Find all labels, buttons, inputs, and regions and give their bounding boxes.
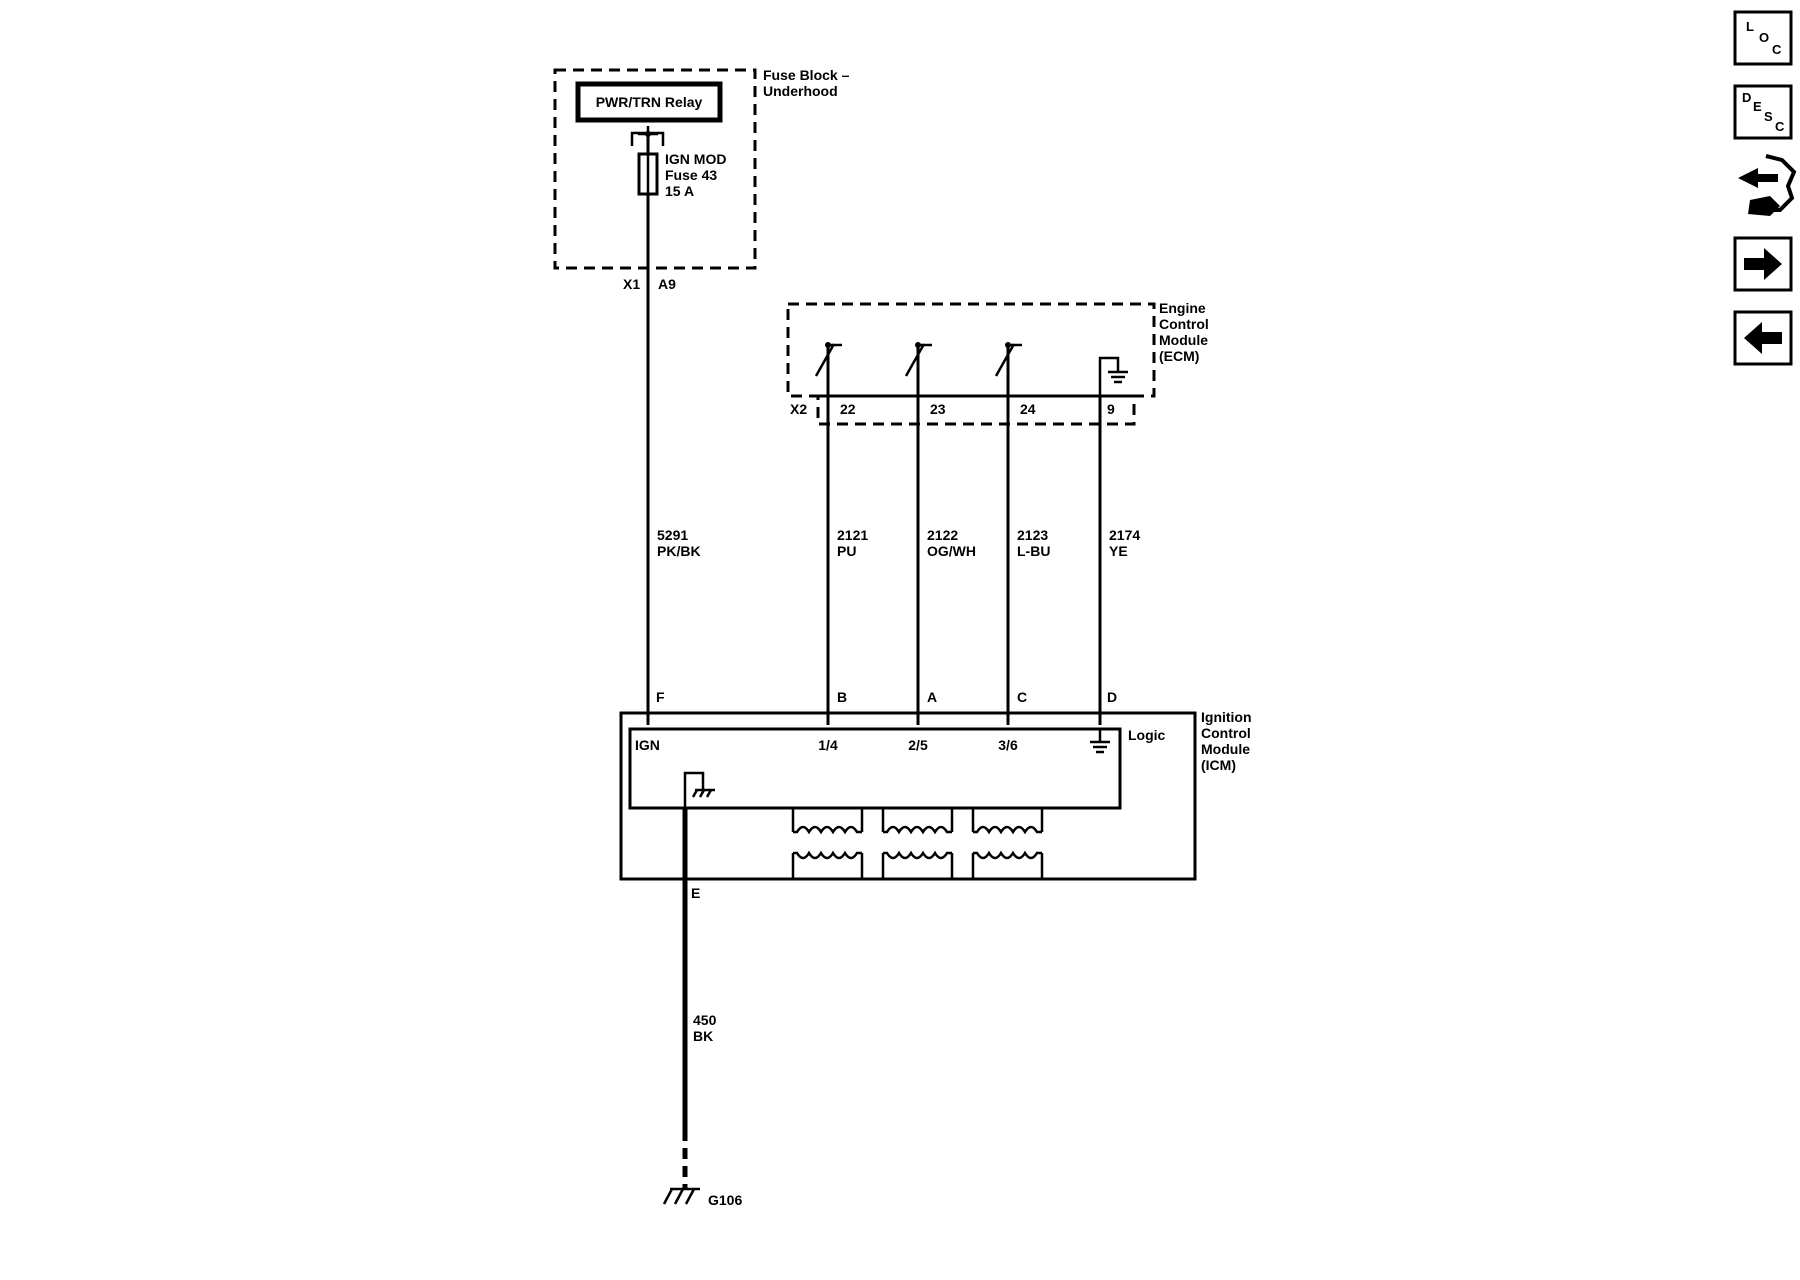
ignition-coil-3 (971, 808, 1044, 878)
fuse-block-title-line2: Underhood (763, 83, 838, 99)
wire-450-color: BK (693, 1028, 713, 1044)
desc-letter-e: E (1753, 99, 1762, 114)
icm-title-line2: Control (1201, 725, 1251, 741)
fuse-block-underhood: Fuse Block – Underhood PWR/TRN Relay IGN… (553, 67, 850, 292)
icm-logic-label: Logic (1128, 727, 1166, 743)
wire-2122-color: OG/WH (927, 543, 976, 559)
desc-button[interactable]: D E S C (1733, 84, 1793, 140)
fuse-label-line2: Fuse 43 (665, 167, 717, 183)
icm-label-2-5: 2/5 (908, 737, 928, 753)
ecm-pin-9: 9 (1107, 401, 1115, 417)
fuse-block-connector: X1 (623, 276, 640, 292)
loc-letter-c: C (1772, 42, 1782, 57)
loc-letter-l: L (1746, 19, 1754, 34)
icm-title-line3: Module (1201, 741, 1250, 757)
next-arrow-button[interactable] (1733, 236, 1793, 292)
desc-letter-c: C (1775, 119, 1785, 134)
icm-pin-c: C (1017, 689, 1027, 705)
fuse-label-line1: IGN MOD (665, 151, 726, 167)
pwr-trn-relay (575, 81, 723, 123)
icm-chassis-ground-icon (683, 771, 715, 808)
ecm-ground-icon (1098, 356, 1128, 420)
ignition-coil-1 (791, 808, 864, 878)
icm-pin-f: F (656, 689, 665, 705)
icm-logic-ground-icon (1090, 729, 1110, 754)
ecm-title-line4: (ECM) (1159, 348, 1199, 364)
icm-title-line1: Ignition (1201, 709, 1252, 725)
previous-arrow-button[interactable] (1733, 310, 1793, 366)
wire-2174-circuit: 2174 (1109, 527, 1140, 543)
fuse-block-pin: A9 (658, 276, 676, 292)
wire-2122-circuit: 2122 (927, 527, 958, 543)
icm-ign-label: IGN (635, 737, 660, 753)
loc-letter-o: O (1759, 30, 1769, 45)
wire-5291-circuit: 5291 (657, 527, 688, 543)
ground-g106-label: G106 (708, 1192, 742, 1208)
ecm-pin-22: 22 (840, 401, 856, 417)
desc-letter-d: D (1742, 90, 1751, 105)
desc-letter-s: S (1764, 109, 1773, 124)
ecm-pin-24: 24 (1020, 401, 1036, 417)
wire-2121-circuit: 2121 (837, 527, 868, 543)
relay-label: PWR/TRN Relay (596, 94, 703, 110)
next-arrow-icon (1744, 248, 1782, 280)
ecm-pin-23: 23 (930, 401, 946, 417)
ignition-coil-2 (881, 808, 954, 878)
wire-2123-circuit: 2123 (1017, 527, 1048, 543)
icm-label-1-4: 1/4 (818, 737, 838, 753)
wire-2121-color: PU (837, 543, 856, 559)
ecm-title-line2: Control (1159, 316, 1209, 332)
wire-5291-color: PK/BK (657, 543, 701, 559)
connector-icon[interactable] (1738, 154, 1797, 216)
icm-pin-e: E (691, 885, 700, 901)
fuse-label-line3: 15 A (665, 183, 694, 199)
ecm-title-line3: Module (1159, 332, 1208, 348)
icm-pin-a: A (927, 689, 937, 705)
ignition-control-module: Ignition Control Module (ICM) Logic F B … (619, 689, 1252, 901)
ground-g106-icon (662, 1187, 700, 1205)
icm-title-line4: (ICM) (1201, 757, 1236, 773)
ecm-connector: X2 (790, 401, 807, 417)
loc-button[interactable]: L O C (1733, 10, 1793, 66)
icm-label-3-6: 3/6 (998, 737, 1018, 753)
engine-control-module: Engine Control Module (ECM) X2 22 (786, 300, 1209, 426)
wire-450-circuit: 450 (693, 1012, 717, 1028)
icm-pin-b: B (837, 689, 847, 705)
wire-2123-color: L-BU (1017, 543, 1050, 559)
ecm-title-line1: Engine (1159, 300, 1206, 316)
wire-2174-color: YE (1109, 543, 1128, 559)
fuse-block-title-line1: Fuse Block – (763, 67, 850, 83)
previous-arrow-icon (1744, 322, 1782, 354)
icm-pin-d: D (1107, 689, 1117, 705)
